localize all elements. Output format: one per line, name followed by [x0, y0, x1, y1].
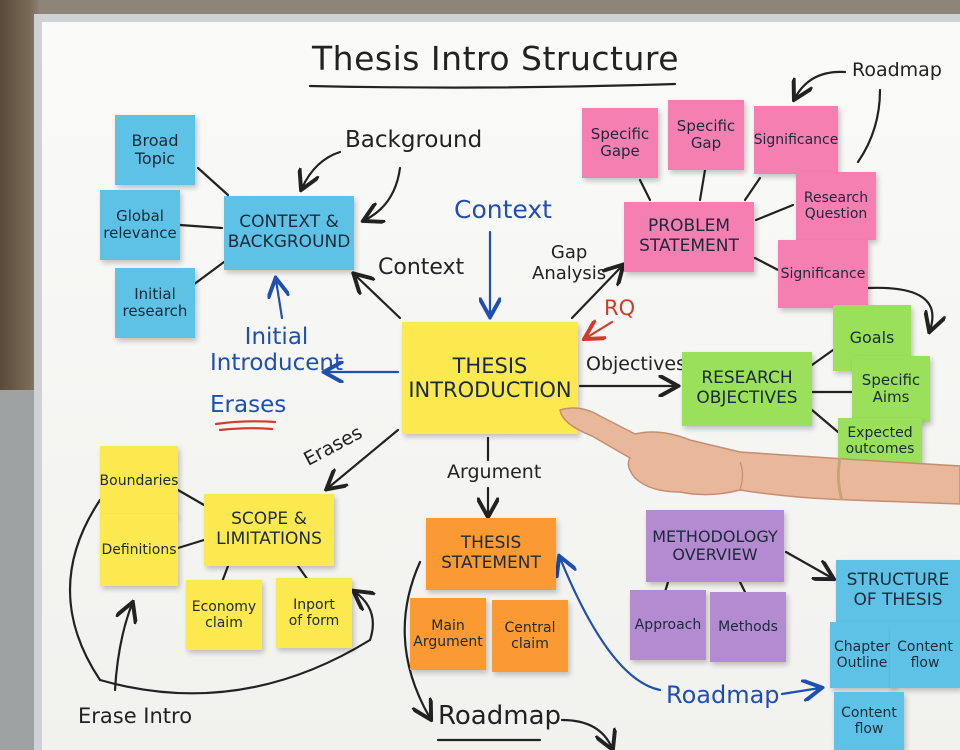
note-main-argument: Main Argument: [410, 598, 486, 670]
note-broad-topic: Broad Topic: [115, 115, 195, 185]
note-structure-of-thesis: STRUCTURE OF THESIS: [836, 560, 960, 622]
label-roadmap-bottom: Roadmap: [438, 701, 562, 731]
note-significance-1: Significance: [754, 106, 838, 174]
label-roadmap-blue: Roadmap: [666, 681, 780, 709]
note-expected-outcomes: Expected outcomes: [838, 418, 922, 464]
label-erases-blue: Erases: [210, 392, 287, 418]
label-gap-analysis: Gap Analysis: [532, 242, 607, 284]
note-specific-gap: Specific Gap: [668, 100, 744, 170]
label-background: Background: [345, 127, 483, 153]
label-roadmap-top: Roadmap: [852, 59, 942, 81]
note-inport-of-form: Inport of form: [276, 578, 352, 648]
note-thesis-introduction: THESIS INTRODUCTION: [402, 322, 578, 434]
note-specific-gape: Specific Gape: [582, 108, 658, 178]
label-rq: RQ: [604, 296, 636, 320]
label-context: Context: [378, 255, 465, 280]
note-approach: Approach: [630, 590, 706, 660]
note-economy-claim: Economy claim: [186, 580, 262, 650]
pointing-hand: [559, 407, 960, 505]
note-scope-limitations: SCOPE & LIMITATIONS: [204, 494, 334, 566]
note-specific-aims: Specific Aims: [852, 356, 930, 422]
note-thesis-statement: THESIS STATEMENT: [426, 518, 556, 590]
note-initial-research: Initial research: [115, 268, 195, 338]
note-central-claim: Central claim: [492, 600, 568, 672]
note-content-flow-2: Content flow: [834, 692, 904, 750]
label-erase-intro: Erase Intro: [78, 704, 193, 728]
label-argument: Argument: [447, 461, 542, 483]
note-research-objectives: RESEARCH OBJECTIVES: [682, 352, 812, 426]
note-methodology-overview: METHODOLOGY OVERVIEW: [646, 510, 784, 582]
label-initial-introducent: Initial Introducent: [210, 324, 343, 377]
board-stand: [0, 390, 34, 750]
note-boundaries: Boundaries: [100, 446, 178, 516]
label-objectives: Objectives: [586, 353, 686, 375]
note-methods: Methods: [710, 592, 786, 662]
label-context-blue: Context: [454, 195, 552, 224]
note-problem-statement: PROBLEM STATEMENT: [624, 202, 754, 272]
note-significance-2: Significance: [778, 240, 868, 308]
note-chapter-outline: Chapter Outline: [830, 622, 894, 688]
note-context-background: CONTEXT & BACKGROUND: [224, 196, 354, 270]
note-global-relevance: Global relevance: [100, 190, 180, 260]
note-content-flow-1: Content flow: [890, 622, 960, 688]
note-definitions: Definitions: [100, 514, 178, 586]
board-title: Thesis Intro Structure: [312, 39, 680, 78]
note-research-question: Research Question: [796, 172, 876, 240]
